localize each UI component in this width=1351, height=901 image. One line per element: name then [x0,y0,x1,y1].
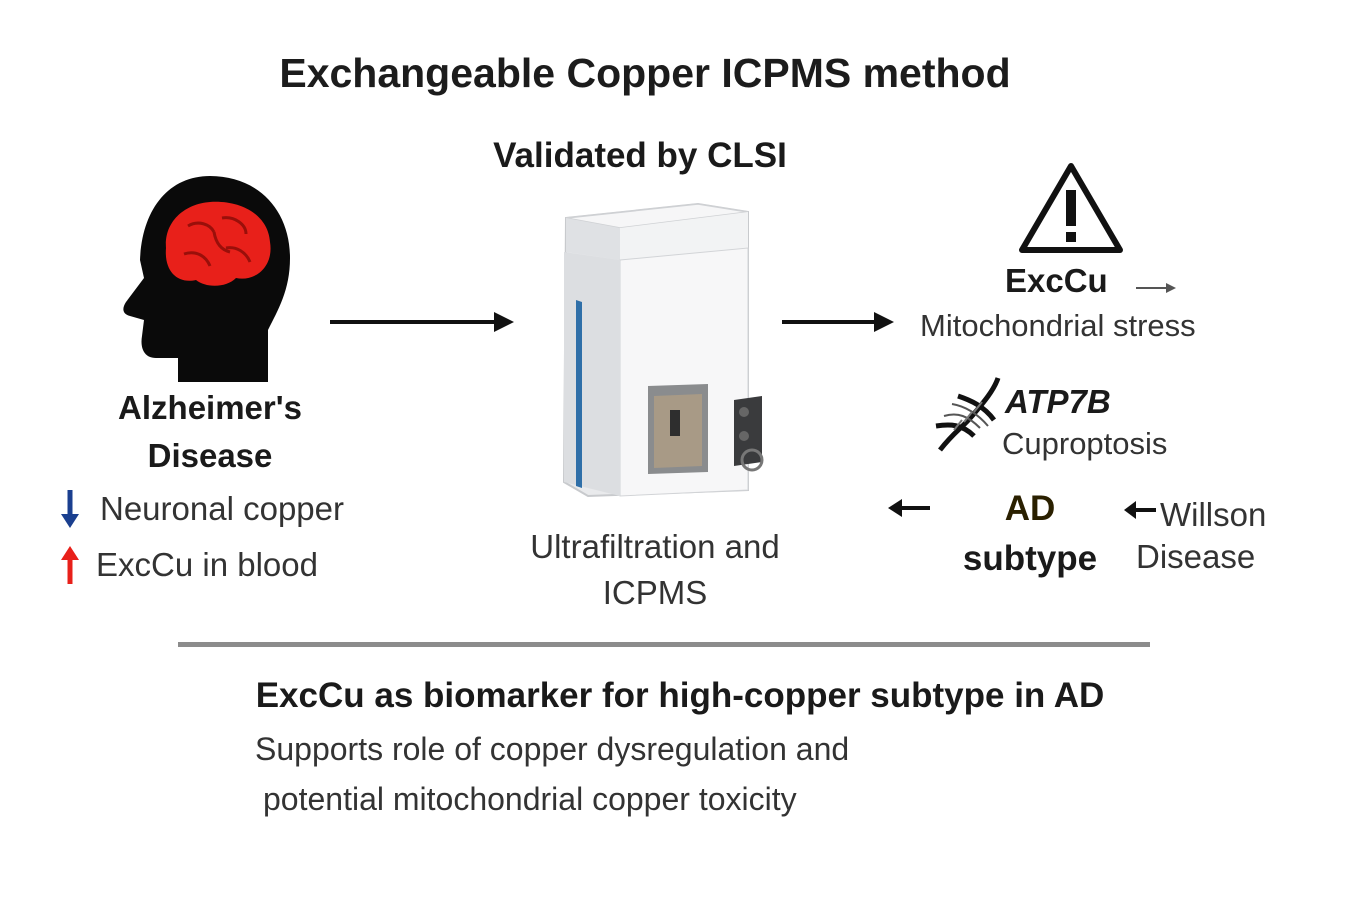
arrow-right-icon [782,312,894,332]
disease-label: Alzheimer's Disease [60,384,360,480]
dna-icon [935,377,1001,452]
instrument-caption: Ultrafiltration and ICPMS [480,524,830,616]
conclusion-title: ExcCu as biomarker for high-copper subty… [255,676,1105,715]
caption-line2: ICPMS [602,574,708,611]
neuronal-copper-note: Neuronal copper [100,490,344,527]
icpms-instrument-image [562,202,764,498]
atp7b-label: ATP7B [1005,383,1111,420]
arrow-right-icon [330,312,514,332]
arrow-left-icon [888,499,930,517]
blood-excu-note: ExcCu in blood [96,546,318,583]
conclusion-line2: potential mitochondrial copper toxicity [263,781,797,817]
caption-line1: Ultrafiltration and [530,528,780,565]
subtype-label: subtype [962,539,1098,578]
willson-label: Willson [1160,496,1267,533]
willson-disease-label: Disease [1136,538,1256,575]
cuproptosis-label: Cuproptosis [1002,426,1168,461]
disease-line2: Disease [147,437,273,474]
warning-icon [1019,163,1123,253]
divider-line [178,642,1150,647]
up-arrow-icon [61,546,79,584]
excu-label: ExcCu [1005,262,1108,299]
disease-line1: Alzheimer's [118,389,302,426]
arrow-left-icon [1124,501,1156,519]
conclusion-line1: Supports role of copper dysregulation an… [255,731,850,767]
ad-subtype-label: AD subtype [945,484,1115,584]
figure-title: Exchangeable Copper ICPMS method [279,50,1011,96]
small-arrow-icon [1136,283,1176,293]
validation-label: Validated by CLSI [493,136,787,175]
conclusion-text: Supports role of copper dysregulation an… [255,724,849,824]
ad-label: AD [1004,489,1056,528]
head-brain-icon [123,176,290,382]
mito-stress-label: Mitochondrial stress [920,308,1196,343]
down-arrow-icon [61,490,79,528]
